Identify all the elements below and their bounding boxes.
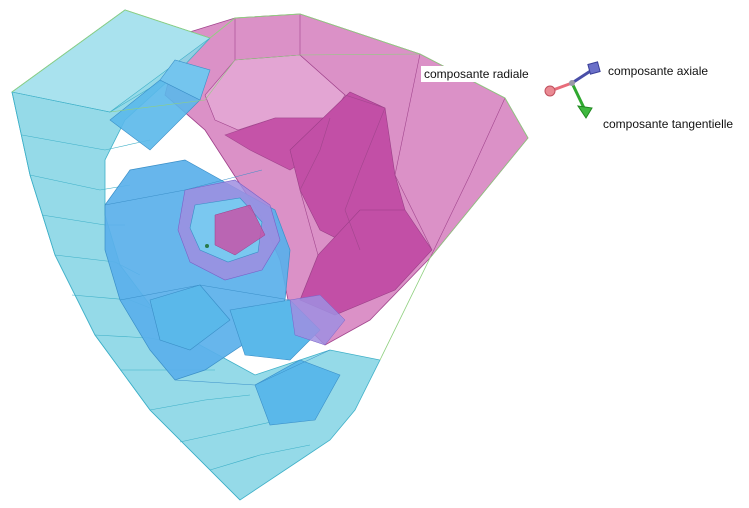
- magenta-tooth-1: [214, 204, 266, 256]
- blue-edge-line-3: [174, 349, 331, 386]
- axial-axis-head: [587, 61, 601, 75]
- radial-axis-head: [544, 85, 556, 97]
- axial-component-label: composante axiale: [608, 64, 709, 78]
- blue-inner-blocks: [104, 59, 346, 426]
- radial-component-label: composante radiale: [421, 66, 532, 82]
- tangential-axis-head: [576, 105, 593, 119]
- axis-triad: [544, 61, 601, 119]
- magenta-edge-line-7: [344, 107, 386, 251]
- tangential-component-label: composante tangentielle: [603, 117, 734, 131]
- blue-edge-line-2: [119, 284, 291, 301]
- blue-block-lower-1: [149, 284, 231, 351]
- blue-block-lower-3: [254, 359, 341, 426]
- cyan-segment-line-11: [209, 444, 311, 471]
- triad-origin: [569, 80, 575, 86]
- magenta-edge-line-3: [429, 97, 506, 259]
- magenta-edge-line-1: [299, 14, 386, 109]
- tangential-axis-line: [570, 82, 586, 109]
- magenta-edge-line-6: [299, 117, 331, 301]
- purple-tooth-lower: [289, 294, 346, 346]
- cyan-segment-line-9: [149, 394, 251, 411]
- cyan-outer-rim: [11, 91, 241, 501]
- center-marker: [205, 244, 209, 248]
- axial-axis-line: [571, 68, 593, 85]
- radial-axis-line: [552, 81, 573, 92]
- outline-edges: [11, 9, 529, 361]
- outline-green-inner: [109, 53, 421, 113]
- outline-green-right: [379, 137, 529, 361]
- cyan-segment-line-10: [179, 419, 281, 443]
- blue-block-top-2: [159, 59, 211, 101]
- magenta-shell: [164, 13, 529, 346]
- outline-green-top: [11, 9, 529, 139]
- magenta-edge-line-2: [394, 53, 433, 251]
- blue-edge-line-1: [104, 169, 263, 206]
- cyan-segment-line-2: [21, 134, 151, 151]
